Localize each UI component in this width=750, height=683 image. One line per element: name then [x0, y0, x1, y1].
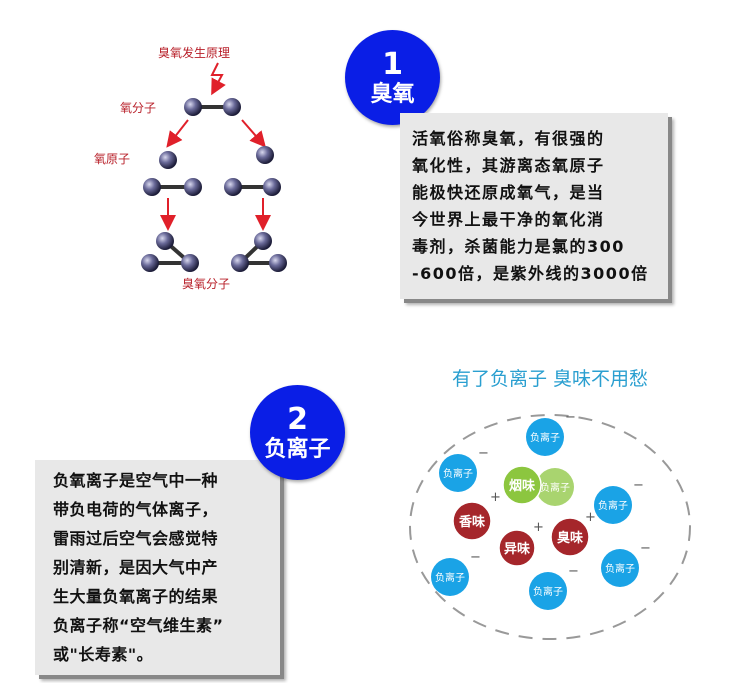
negative-ion-bubble: 负离子−: [529, 564, 579, 610]
ozone-line-2: 氧化性，其游离态氧原子: [412, 156, 605, 175]
smoke-bubble: 烟味: [502, 465, 542, 505]
dashed-boundary: [409, 414, 691, 640]
ozone-line-4: 今世界上最干净的氧化消: [412, 210, 605, 229]
odor-label: 香味: [458, 514, 485, 530]
odor-label: 烟味: [509, 478, 535, 494]
ion-label: 负离子: [598, 499, 628, 512]
ozone-diagram: 臭氧发生原理 氧分子 氧原子: [80, 30, 310, 300]
label-oxygen-molecule: 氧分子: [120, 101, 156, 115]
ozone-badge-number: 1: [382, 46, 403, 82]
plus-sign: +: [533, 520, 544, 535]
ion-label: 负离子: [435, 571, 465, 584]
ozone-molecule-left: [141, 232, 199, 272]
ozone-badge-label: 臭氧: [370, 81, 415, 107]
ion-line-3: 雷雨过后空气会感觉特: [53, 529, 219, 548]
ozone-line-3: 能极快还原成氧气，是当: [412, 183, 605, 202]
ion-line-1: 负氧离子是空气中一种: [53, 471, 219, 490]
minus-sign: −: [568, 564, 579, 579]
ion-line-2: 带负电荷的气体离子，: [53, 500, 219, 519]
odor-label: 异味: [504, 541, 530, 557]
negative-ion-bubble: 负离子−: [526, 410, 576, 456]
negative-ion-bubble: 负离子−: [439, 446, 489, 492]
zigzag-arrow: [210, 62, 226, 96]
ion-odor-illustration: 有了负离子 臭味不用愁 负离子−负离子−负离子−负离子−负离子−负离子− 负离子…: [409, 368, 691, 640]
ozone-diagram-title: 臭氧发生原理: [158, 45, 230, 60]
ozone-description: 活氧俗称臭氧，有很强的 氧化性，其游离态氧原子 能极快还原成氧气，是当 今世界上…: [400, 113, 668, 299]
oxygen-atom-right: [256, 146, 274, 164]
ion-group: 负离子−负离子−负离子−负离子−负离子−负离子−: [431, 410, 651, 610]
minus-sign: −: [478, 446, 489, 461]
ozone-molecule-right: [231, 232, 287, 272]
negative-ion-description: 负氧离子是空气中一种 带负电荷的气体离子， 雷雨过后空气会感觉特 别清新，是因大…: [35, 460, 280, 675]
oxygen-molecule-left: [143, 178, 202, 196]
label-oxygen-atom: 氧原子: [94, 152, 130, 166]
minus-sign: −: [640, 541, 651, 556]
illustration-title: 有了负离子 臭味不用愁: [452, 368, 648, 390]
ion-line-6: 负离子称“空气维生素”: [53, 616, 224, 635]
fragrance-bubble: 香味 +: [452, 490, 501, 541]
ion-label: 负离子: [530, 431, 560, 444]
negative-ion-bubble: 负离子: [536, 468, 574, 506]
ozone-badge: 1 臭氧: [345, 30, 440, 125]
oxygen-molecule-right: [224, 178, 281, 196]
negative-ion-badge-number: 2: [287, 401, 308, 437]
odd-smell-bubble: 异味+: [498, 520, 544, 567]
minus-sign: −: [633, 478, 644, 493]
ion-line-7: 或"长寿素"。: [53, 645, 154, 664]
label-ozone-molecule: 臭氧分子: [182, 276, 230, 291]
ion-line-5: 生大量负氧离子的结果: [53, 587, 219, 606]
ozone-formation-diagram: 臭氧发生原理 氧分子 氧原子: [94, 45, 287, 291]
negative-ion-bubble: 负离子−: [431, 550, 481, 596]
ion-label: 负离子: [533, 585, 563, 598]
ion-label: 负离子: [605, 562, 635, 575]
ion-line-4: 别清新，是因大气中产: [53, 558, 219, 577]
plus-sign: +: [585, 510, 596, 525]
plus-sign: +: [490, 490, 501, 505]
odor-label: 臭味: [557, 530, 583, 546]
minus-sign: −: [565, 410, 576, 425]
negative-ion-badge: 2 负离子: [250, 385, 345, 480]
negative-ion-illustration: 有了负离子 臭味不用愁 负离子−负离子−负离子−负离子−负离子−负离子− 负离子…: [400, 355, 700, 655]
negative-ion-badge-label: 负离子: [264, 436, 331, 462]
split-arrow-right: [241, 119, 266, 148]
minus-sign: −: [470, 550, 481, 565]
split-arrow-left: [166, 119, 189, 148]
stink-bubble: 臭味+: [550, 510, 596, 557]
oxygen-atom-left: [159, 151, 177, 169]
ozone-line-6: -600倍，是紫外线的3000倍: [412, 264, 649, 283]
ion-label: 负离子: [443, 467, 473, 480]
negative-ion-bubble: 负离子−: [601, 541, 651, 587]
ozone-line-5: 毒剂，杀菌能力是氯的300: [412, 237, 625, 256]
ion-label: 负离子: [540, 481, 570, 494]
ozone-line-1: 活氧俗称臭氧，有很强的: [412, 129, 605, 148]
negative-ion-bubble: 负离子−: [594, 478, 644, 524]
oxygen-molecule: [184, 98, 241, 116]
